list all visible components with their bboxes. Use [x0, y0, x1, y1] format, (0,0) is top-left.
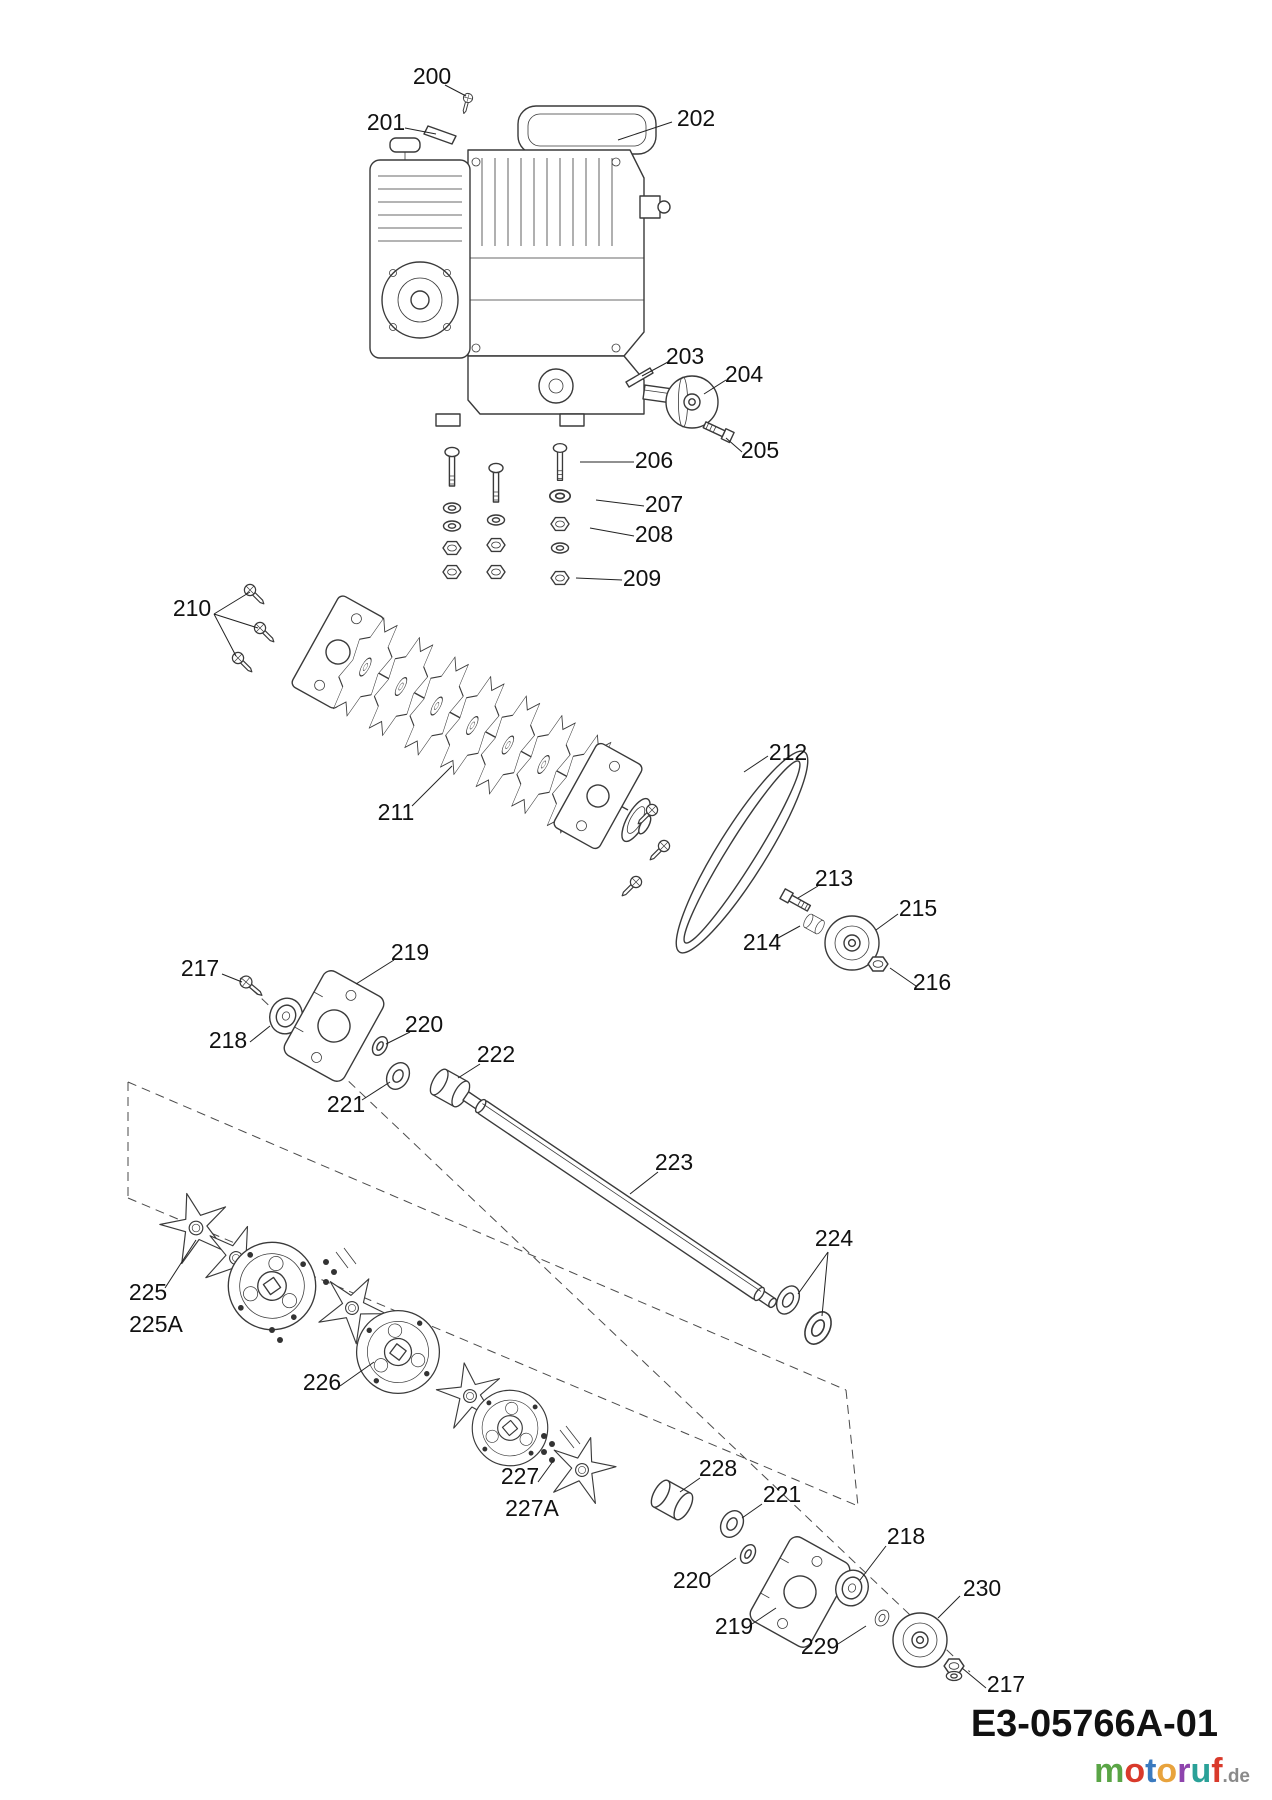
flail-holder-226-b — [350, 1304, 446, 1400]
part-label-222: 222 — [477, 1041, 515, 1067]
bushing-228 — [646, 1476, 698, 1524]
part-label-211: 211 — [378, 799, 415, 825]
part-label-201: 201 — [367, 109, 405, 135]
washer-220 — [368, 1033, 392, 1059]
bracket-201 — [423, 125, 457, 145]
watermark-letter: o — [1156, 1752, 1177, 1790]
part-label-213: 213 — [815, 865, 853, 891]
engine-pulley-204 — [665, 375, 719, 429]
part-label-225a: 225A — [129, 1311, 183, 1337]
watermark-letter: m — [1094, 1752, 1124, 1790]
nut-216 — [867, 956, 889, 972]
engine-fasteners — [442, 442, 572, 586]
part-label-225: 225 — [129, 1279, 167, 1305]
part-label-224: 224 — [815, 1225, 854, 1251]
part-label-227a: 227A — [505, 1495, 559, 1521]
part-label-214: 214 — [743, 929, 782, 955]
part-label-218: 218 — [209, 1027, 247, 1053]
part-label-203: 203 — [666, 343, 704, 369]
drive-belt-212 — [675, 750, 809, 954]
watermark-motoruf: motoruf.de — [1094, 1752, 1250, 1790]
watermark-letter: o — [1124, 1752, 1145, 1790]
spacer-221 — [381, 1057, 415, 1095]
pin-203 — [625, 367, 654, 388]
part-label-230: 230 — [963, 1575, 1001, 1601]
part-label-205: 205 — [741, 437, 779, 463]
bolt-200 — [458, 91, 475, 116]
nut-217b — [943, 1658, 965, 1682]
part-label-221b: 221 — [763, 1481, 801, 1507]
diagram-code: E3-05766A-01 — [971, 1703, 1218, 1745]
watermark-letter: t — [1145, 1752, 1156, 1790]
part-label-208: 208 — [635, 521, 673, 547]
part-label-221: 221 — [327, 1091, 365, 1117]
part-label-209: 209 — [623, 565, 661, 591]
part-label-217b: 217 — [987, 1671, 1025, 1697]
leader-lines — [164, 84, 987, 1689]
pulley-230 — [892, 1612, 948, 1668]
part-label-228: 228 — [699, 1455, 737, 1481]
bolt-205 — [701, 419, 735, 444]
scarifier-drum-211 — [291, 595, 673, 901]
pin-cluster-mid — [269, 1247, 357, 1343]
part-label-206: 206 — [635, 447, 673, 473]
part-label-216: 216 — [913, 969, 951, 995]
bracket-219 — [280, 966, 388, 1086]
screws-210 — [229, 581, 279, 677]
part-label-204: 204 — [725, 361, 764, 387]
engine-assembly — [369, 105, 683, 427]
part-label-207: 207 — [645, 491, 683, 517]
part-labels: 200 201 202 203 204 205 206 207 208 209 … — [129, 63, 1025, 1697]
spacer-214 — [801, 912, 827, 936]
part-label-223: 223 — [655, 1149, 693, 1175]
watermark-tld: .de — [1223, 1766, 1250, 1787]
flail-shaft-223 — [462, 1091, 777, 1309]
watermark-letter: r — [1177, 1752, 1190, 1790]
part-label-219: 219 — [391, 939, 429, 965]
part-label-220b: 220 — [673, 1567, 711, 1593]
washers-224 — [771, 1281, 838, 1350]
part-label-210: 210 — [173, 595, 211, 621]
part-label-229: 229 — [801, 1633, 839, 1659]
spacer-221b — [715, 1505, 749, 1543]
part-label-217: 217 — [181, 955, 219, 981]
part-label-212: 212 — [769, 739, 807, 765]
part-label-227: 227 — [501, 1463, 539, 1489]
part-label-220: 220 — [405, 1011, 443, 1037]
watermark-letter: f — [1211, 1752, 1223, 1790]
part-label-219b: 219 — [715, 1613, 753, 1639]
watermark-letter: u — [1190, 1752, 1211, 1790]
part-label-226: 226 — [303, 1369, 341, 1395]
part-label-215: 215 — [899, 895, 937, 921]
construction-lines — [127, 977, 971, 1673]
part-label-218b: 218 — [887, 1523, 925, 1549]
screw-217 — [237, 973, 267, 1001]
part-label-202: 202 — [677, 105, 715, 131]
part-label-200: 200 — [413, 63, 451, 89]
washer-220b — [736, 1541, 760, 1567]
spacer-229 — [871, 1607, 893, 1629]
